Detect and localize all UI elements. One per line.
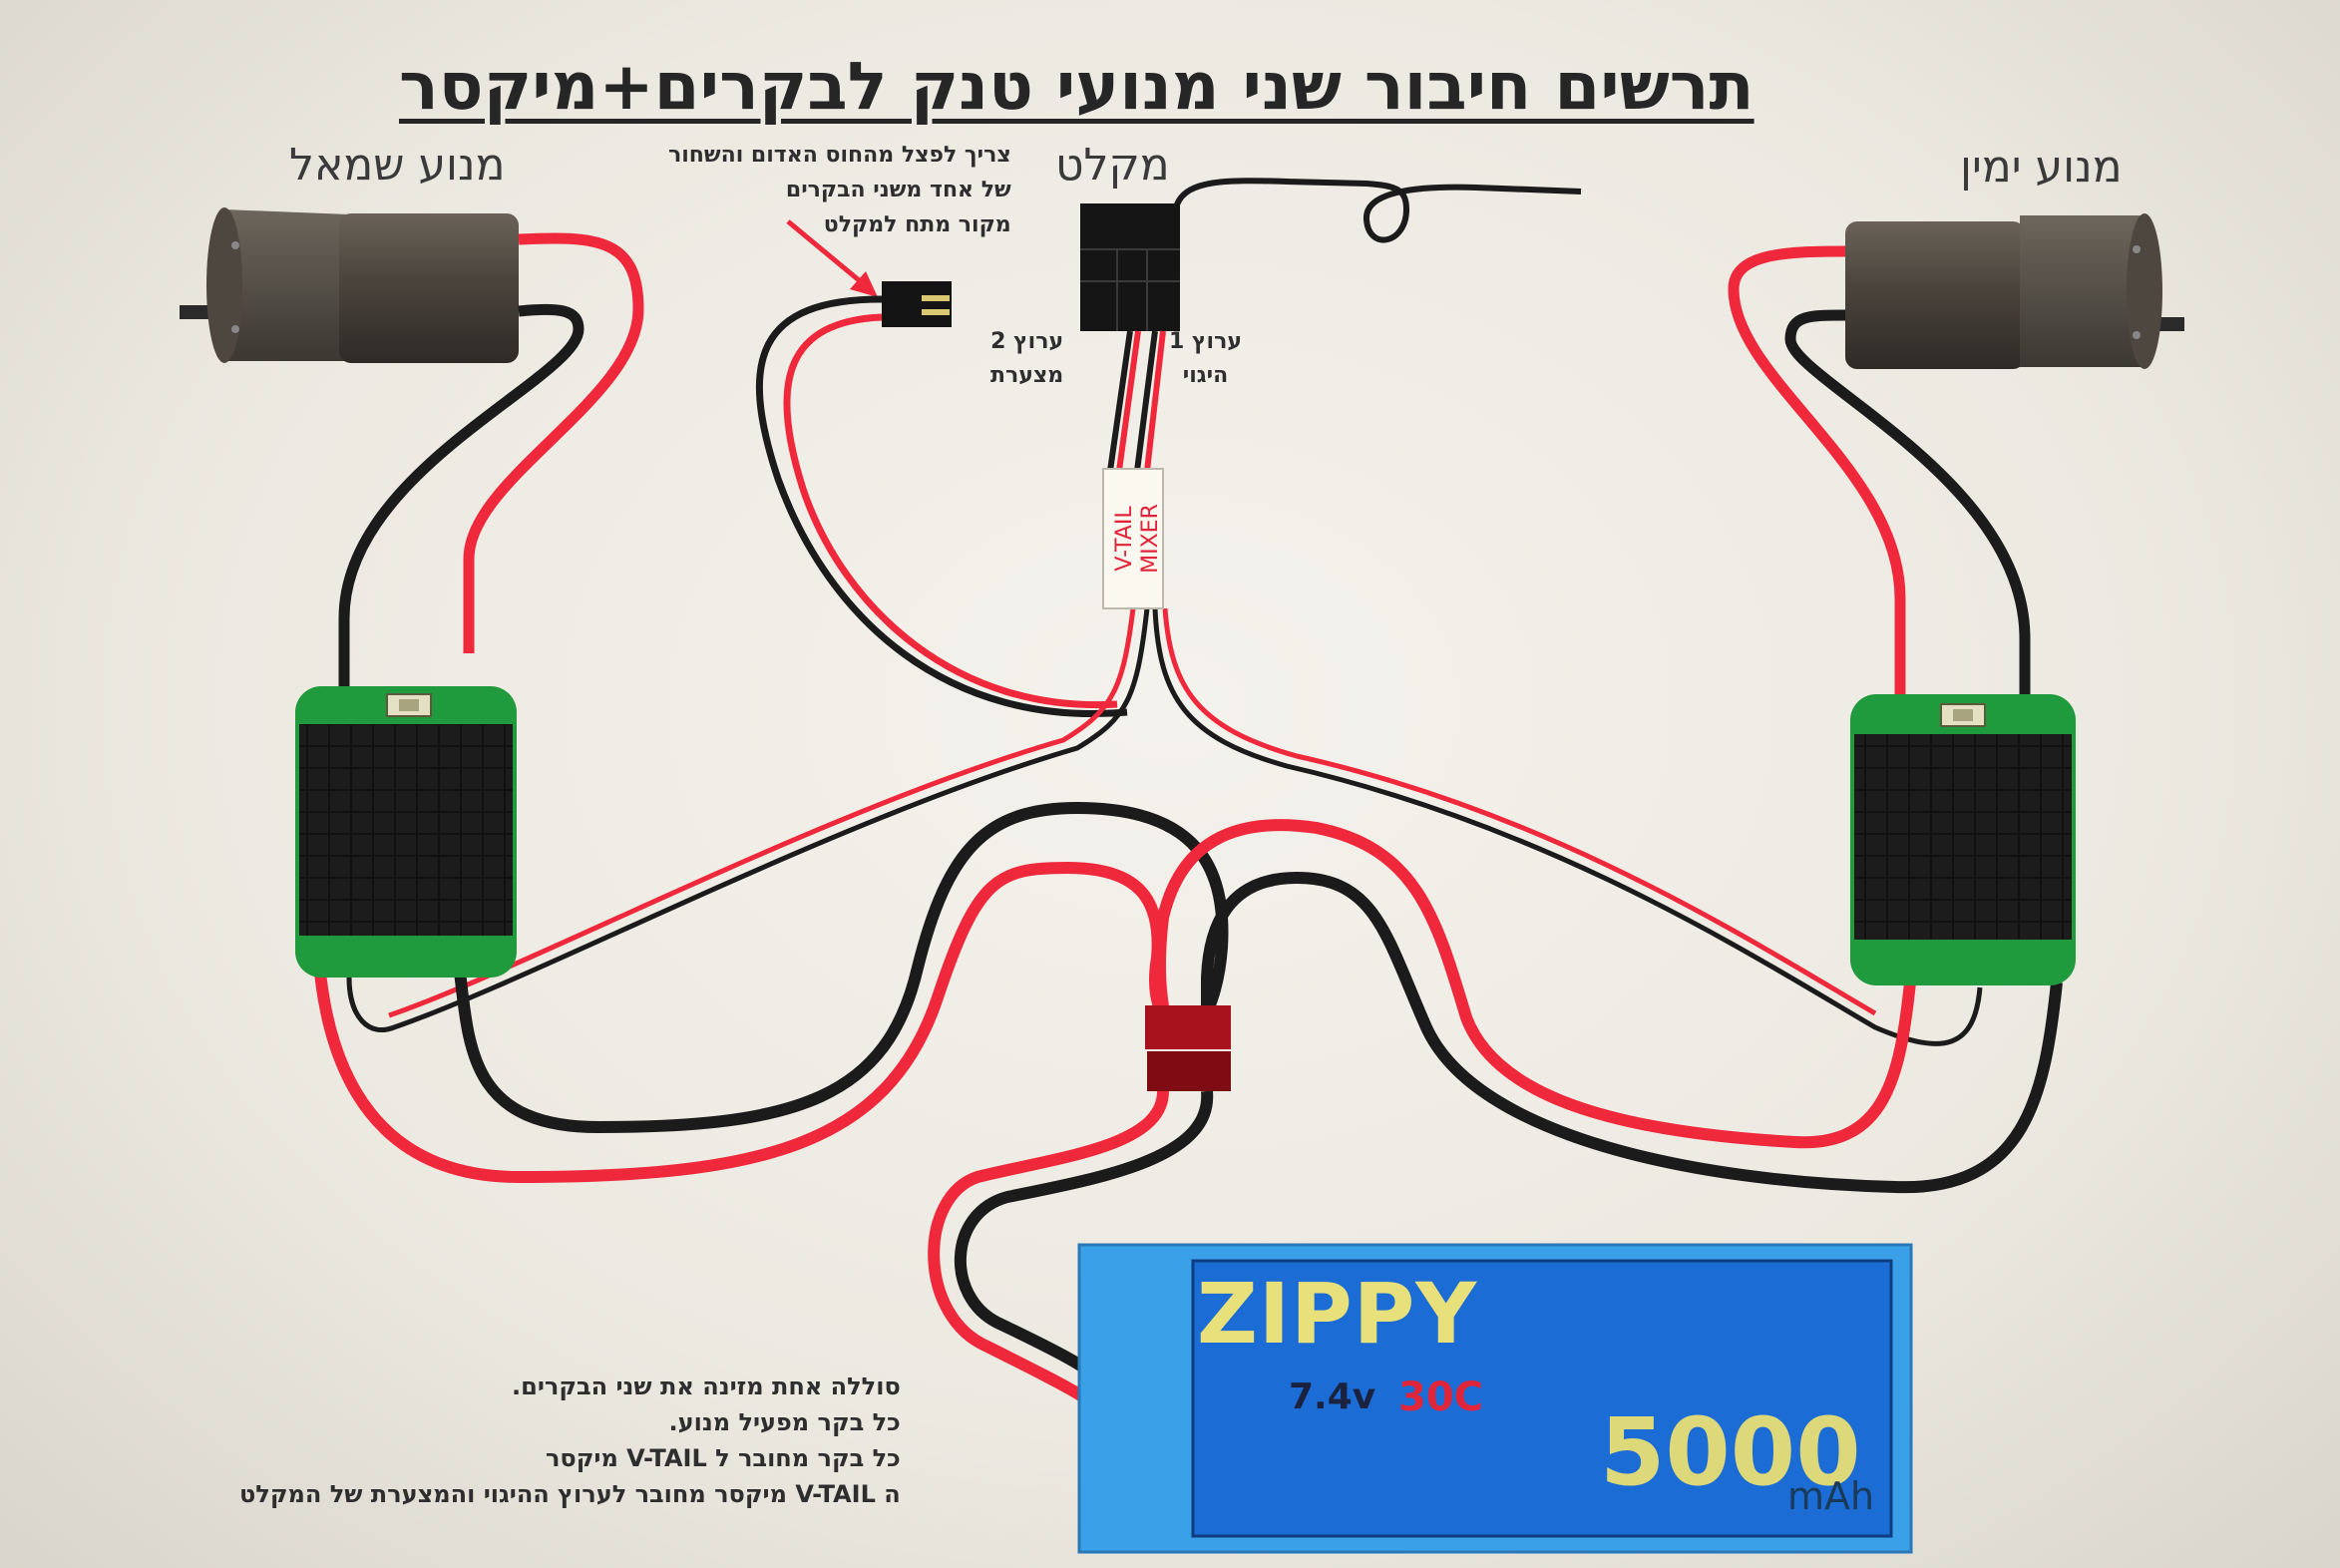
battery-brand: ZIPPY (1197, 1265, 1478, 1363)
right-esc-power-black (1201, 871, 2063, 1194)
left-motor-label: מנוע שמאל (289, 140, 506, 191)
v-tail-mixer: V-TAIL MIXER (1102, 468, 1164, 609)
battery-capacity: 5000 (1600, 1398, 1861, 1507)
right-motor-wire-black (1784, 309, 2031, 718)
left-esc (295, 686, 517, 978)
tap-wire-black (755, 295, 1128, 717)
battery-lead-black (954, 1090, 1214, 1372)
svg-text:MIXER: MIXER (1138, 504, 1163, 574)
mixer-to-right-esc-lead (1152, 607, 1983, 1046)
page-title: תרשים חיבור שני מנועי טנק לבקרים+מיקסר (399, 48, 1755, 125)
battery-c-rating: 30C (1398, 1374, 1484, 1420)
mixer-to-left-esc-lead (346, 607, 1150, 1032)
left-esc-power-black (453, 801, 1229, 1134)
left-motor-wire-red (463, 232, 644, 653)
right-motor-wire-red (1728, 245, 1906, 718)
power-tap-plug (882, 281, 952, 327)
note-arrow-head (850, 271, 878, 297)
battery-lead-red (928, 1090, 1169, 1402)
receiver-to-mixer-wires (1107, 330, 1166, 472)
note-arrow (786, 219, 872, 291)
footer-notes: סוללה אחת מזינה את שני הבקרים. כל בקר מפ… (239, 1372, 901, 1508)
right-esc-power-red (1153, 819, 1916, 1149)
channel-1-label: ערוץ 1 היגוי (1169, 329, 1242, 388)
svg-text:V-TAIL: V-TAIL (1112, 506, 1137, 572)
receiver-block (1080, 203, 1180, 331)
battery-unit: mAh (1787, 1474, 1875, 1518)
left-esc-power-red (313, 861, 1170, 1184)
right-motor-label: מנוע ימין (1960, 142, 2123, 193)
channel-2-label: ערוץ 2 מצערת (990, 329, 1064, 388)
mixer-to-right-esc-lead-red (1162, 607, 1877, 1016)
right-esc (1850, 694, 2076, 985)
battery-pack (1077, 1243, 1913, 1554)
tap-wire-red (783, 313, 1118, 709)
power-connector (1145, 1005, 1231, 1091)
receiver-label: מקלט (1055, 140, 1170, 191)
battery-voltage: 7.4v (1289, 1376, 1376, 1417)
left-motor (180, 207, 519, 363)
antenna-wire (1174, 178, 1582, 243)
right-motor (1845, 213, 2184, 369)
left-motor-wire-black (338, 303, 585, 688)
power-tap-note: צריך לפצל מהחוס האדום והשחור של אחד משני… (668, 143, 1011, 237)
